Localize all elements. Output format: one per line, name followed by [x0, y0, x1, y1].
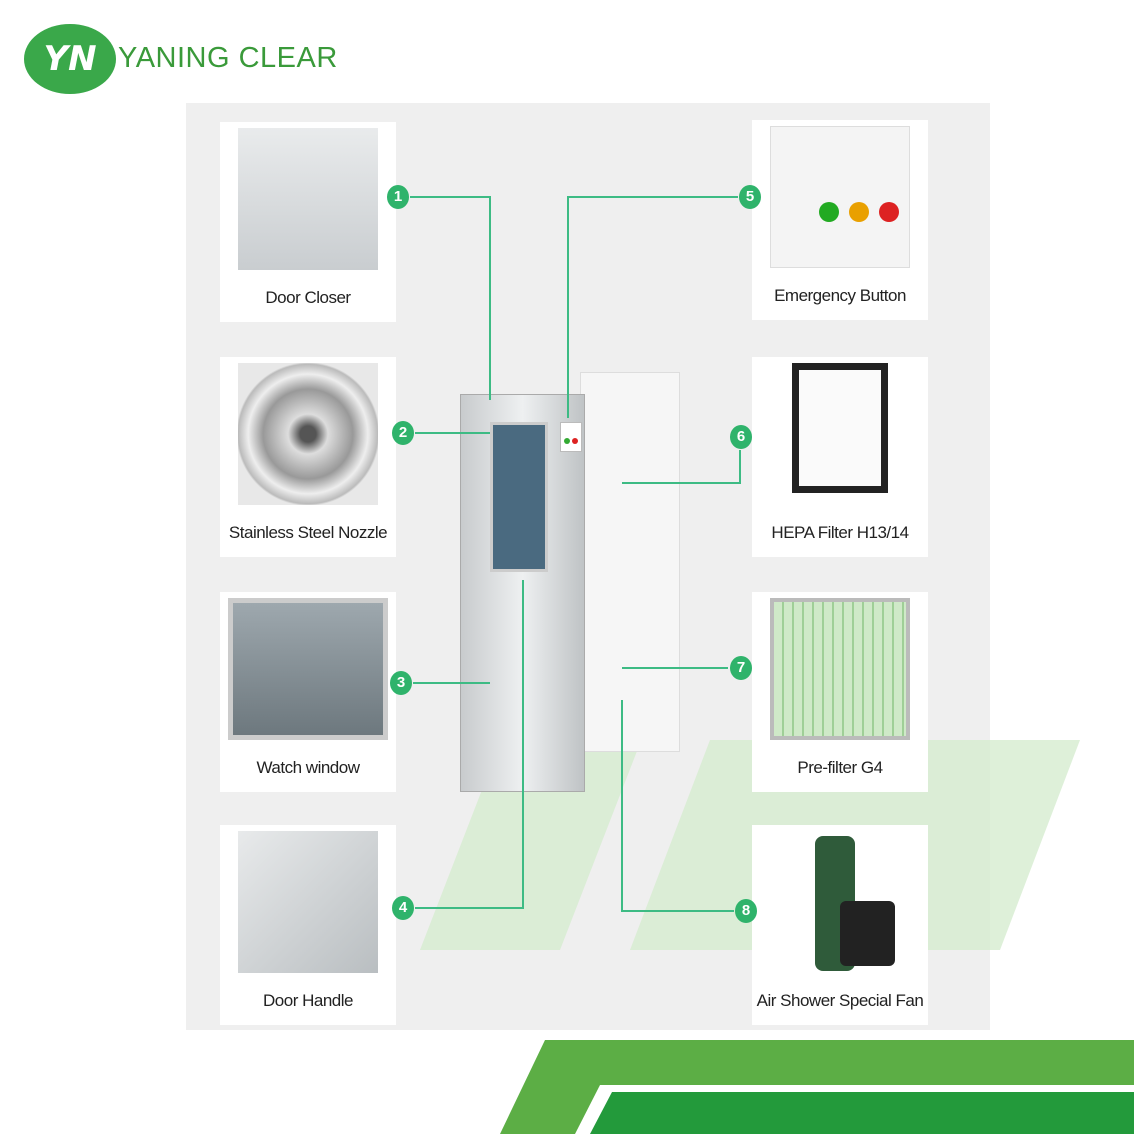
callout-number-7: 7 [730, 656, 752, 680]
watch-window-image [228, 598, 388, 740]
callout-number-1: 1 [387, 185, 409, 209]
component-label: HEPA Filter H13/14 [771, 523, 909, 542]
nozzle-image [238, 363, 378, 505]
callout-number-8: 8 [735, 899, 757, 923]
component-label: Pre-filter G4 [797, 758, 883, 777]
component-card-door-handle: Door Handle [220, 825, 396, 1025]
fan-image [770, 831, 910, 973]
footer-green-band [500, 1040, 1134, 1134]
component-card-nozzle: Stainless Steel Nozzle [220, 357, 396, 557]
brand-name: YANING CLEAR [118, 42, 338, 74]
component-label: Emergency Button [774, 286, 906, 305]
component-label: Door Handle [263, 991, 353, 1010]
emergency-button-image [770, 126, 910, 268]
component-card-door-closer: Door Closer [220, 122, 396, 322]
component-card-pre-filter: Pre-filter G4 [752, 592, 928, 792]
component-card-watch-window: Watch window [220, 592, 396, 792]
callout-number-6: 6 [730, 425, 752, 449]
component-card-hepa-filter: HEPA Filter H13/14 [752, 357, 928, 557]
door-closer-image [238, 128, 378, 270]
hepa-filter-image [792, 363, 888, 493]
component-label: Watch window [256, 758, 360, 777]
component-label: Air Shower Special Fan [756, 991, 924, 1010]
callout-number-5: 5 [739, 185, 761, 209]
component-label: Stainless Steel Nozzle [228, 523, 388, 542]
callout-number-2: 2 [392, 421, 414, 445]
component-label: Door Closer [265, 288, 351, 307]
door-handle-image [238, 831, 378, 973]
brand-logo: YN [24, 24, 116, 94]
pre-filter-image [770, 598, 910, 740]
component-card-emergency-button: Emergency Button [752, 120, 928, 320]
callout-number-3: 3 [390, 671, 412, 695]
callout-number-4: 4 [392, 896, 414, 920]
component-card-fan: Air Shower Special Fan [752, 825, 928, 1025]
